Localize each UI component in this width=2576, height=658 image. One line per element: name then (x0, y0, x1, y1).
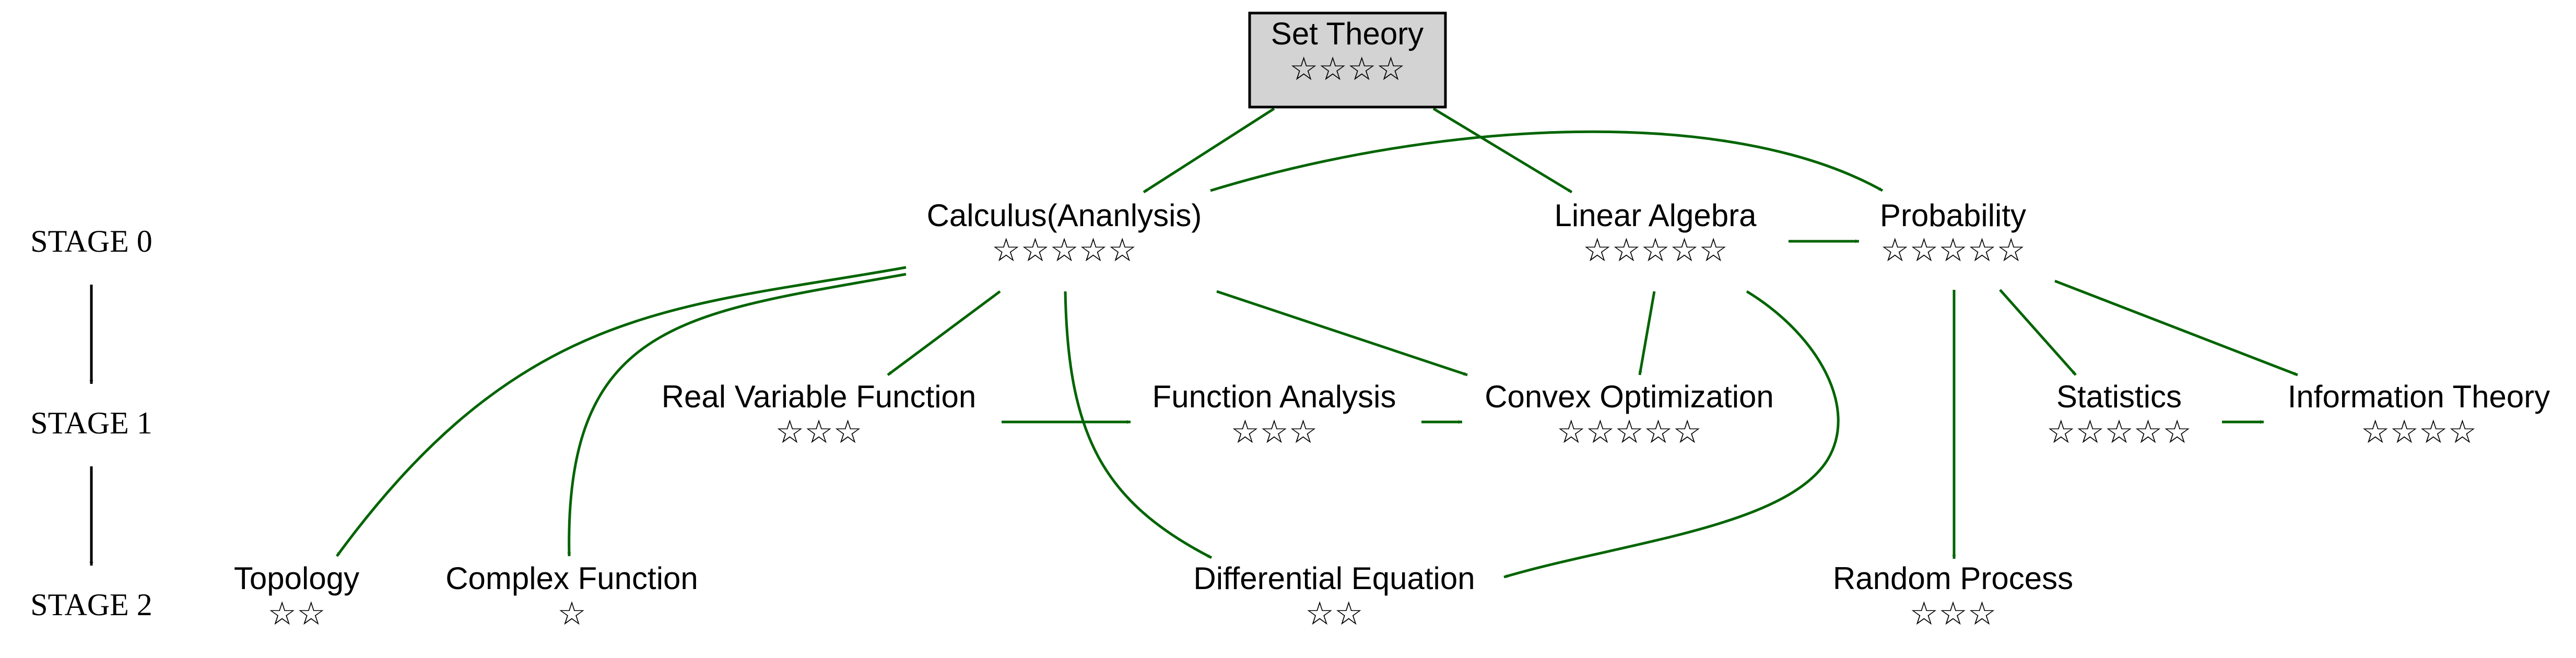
node-stars: ☆☆☆☆☆ (992, 231, 1137, 269)
stage-label-1: STAGE 1 (30, 406, 152, 440)
edge-probability-to-statistics (1999, 289, 2077, 376)
node-stars: ☆☆☆☆☆ (1583, 231, 1728, 269)
node-label: Real Variable Function (662, 379, 977, 414)
edge-calculus-to-convex-optimization (1216, 290, 1468, 377)
edge-set-theory-to-calculus (1143, 107, 1275, 194)
node-information-theory: Information Theory ☆☆☆☆ (2288, 379, 2550, 451)
node-stars: ☆☆☆ (1231, 413, 1318, 451)
node-label: Linear Algebra (1555, 198, 1757, 233)
node-real-variable-function: Real Variable Function ☆☆☆ (662, 379, 977, 451)
stage-label-0: STAGE 0 (30, 224, 152, 258)
node-topology: Topology ☆☆ (234, 561, 359, 632)
edge-calculus-to-differential-equation (1064, 291, 1213, 559)
edges (335, 107, 2298, 579)
node-stars: ☆☆ (267, 594, 325, 632)
node-set-theory: Set Theory ☆☆☆☆ (1248, 11, 1447, 109)
node-label: Calculus(Ananlysis) (927, 198, 1202, 233)
node-label: Random Process (1833, 561, 2073, 596)
node-label: Topology (234, 561, 359, 596)
edge-set-theory-to-linear-algebra (1432, 107, 1573, 194)
node-statistics: Statistics ☆☆☆☆☆ (2046, 379, 2192, 451)
edge-calculus-to-real-variable-function (887, 290, 1001, 377)
node-label: Complex Function (445, 561, 698, 596)
node-label: Function Analysis (1152, 379, 1396, 414)
node-label: Statistics (2056, 379, 2182, 414)
root-node-box (1248, 11, 1447, 109)
node-stars: ☆☆☆ (775, 413, 863, 451)
node-differential-equation: Differential Equation ☆☆ (1193, 561, 1475, 632)
edge-calculus-to-complex-function (567, 273, 907, 557)
node-stars: ☆☆ (1305, 594, 1363, 632)
stage-axis: STAGE 0 STAGE 1 STAGE 2 (30, 224, 152, 622)
edge-probability-to-information-theory (2054, 279, 2298, 377)
node-label: Information Theory (2288, 379, 2550, 414)
node-stars: ☆☆☆ (1910, 594, 1997, 632)
edge-linear-algebra-to-convex-optimization (1638, 291, 1656, 375)
node-linear-algebra: Linear Algebra ☆☆☆☆☆ (1555, 198, 1757, 269)
node-probability: Probability ☆☆☆☆☆ (1880, 198, 2026, 269)
node-stars: ☆☆☆☆☆ (1557, 413, 1702, 451)
node-label: Set Theory (1271, 16, 1424, 51)
stage-label-2: STAGE 2 (30, 588, 152, 622)
edge-linear-algebra-to-differential-equation (1503, 290, 1840, 579)
edge-calculus-to-topology (335, 266, 907, 557)
edge-calculus-to-probability (1210, 130, 1884, 192)
node-calculus: Calculus(Ananlysis) ☆☆☆☆☆ (927, 198, 1202, 269)
node-label: Probability (1880, 198, 2026, 233)
node-label: Differential Equation (1193, 561, 1475, 596)
node-stars: ☆☆☆☆☆ (1880, 231, 2026, 269)
node-complex-function: Complex Function ☆ (445, 561, 698, 632)
node-stars: ☆☆☆☆ (2361, 413, 2477, 451)
node-stars: ☆☆☆☆☆ (2046, 413, 2192, 451)
node-convex-optimization: Convex Optimization ☆☆☆☆☆ (1485, 379, 1774, 451)
node-random-process: Random Process ☆☆☆ (1833, 561, 2073, 632)
node-stars: ☆ (557, 594, 586, 632)
node-stars: ☆☆☆☆ (1289, 50, 1405, 88)
node-function-analysis: Function Analysis ☆☆☆ (1152, 379, 1396, 451)
node-label: Convex Optimization (1485, 379, 1774, 414)
